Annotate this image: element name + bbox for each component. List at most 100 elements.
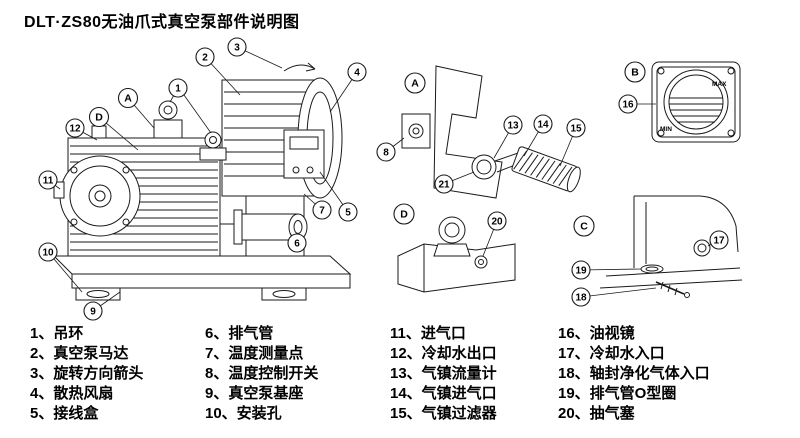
legend-item-11: 11、进气口 [390,325,466,342]
inlet-port [53,181,65,199]
svg-text:4: 4 [354,68,360,79]
svg-text:19: 19 [575,266,587,277]
legend-column-2: 6、排气管 7、温度测量点 8、温度控制开关 9、真空泵基座 10、安装孔 [205,324,318,424]
mounting-hole [86,290,110,298]
svg-text:11: 11 [43,176,54,187]
callout-view-a: A [404,72,426,94]
legend-item-4: 4、散热风扇 [30,385,114,402]
detail-view-b: MAX MIN [628,61,741,143]
legend-column-1: 1、吊环 2、真空泵马达 3、旋转方向箭头 4、散热风扇 5、接线盒 [30,324,143,424]
svg-text:A: A [124,93,132,105]
legend-item-5: 5、接线盒 [30,405,99,422]
svg-text:B: B [631,67,639,79]
callout-21: 21 [434,174,454,194]
cooling-water-inlet [693,239,711,257]
legend-column-3: 11、进气口 12、冷却水出口 13、气镇流量计 14、气镇进气口 15、气镇过… [390,324,497,424]
svg-text:2: 2 [202,53,208,64]
legend-item-18: 18、轴封净化气体入口 [558,365,710,382]
svg-text:21: 21 [438,180,450,191]
legend-item-13: 13、气镇流量计 [390,365,497,382]
svg-text:10: 10 [42,248,54,259]
oil-sight-glass: MAX MIN [651,61,741,143]
svg-text:14: 14 [537,120,549,131]
base [52,255,352,301]
legend-column-4: 16、油视镜 17、冷却水入口 18、轴封净化气体入口 19、排气管O型圈 20… [558,324,710,424]
svg-text:D: D [95,112,103,124]
mounting-hole [272,290,296,298]
temperature-control-switch [401,113,431,149]
svg-text:D: D [400,209,408,221]
callout-view-c: C [573,215,595,237]
svg-text:8: 8 [383,148,389,159]
legend-item-20: 20、抽气塞 [558,405,635,422]
legend-item-19: 19、排气管O型圈 [558,385,677,402]
max-level-label: MAX [712,81,727,88]
svg-text:5: 5 [345,208,351,219]
svg-text:13: 13 [507,121,519,132]
svg-text:7: 7 [319,206,325,217]
callout-20: 20 [487,211,507,231]
min-level-label: MIN [660,126,672,133]
callout-19: 19 [571,260,591,280]
callout-17: 17 [709,230,729,250]
eyebolt-detail [433,216,471,257]
callout-18: 18 [571,287,591,307]
gas-ballast-assembly [471,146,581,193]
legend-item-9: 9、真空泵基座 [205,385,304,402]
callout-1: 1 [168,78,188,98]
svg-text:18: 18 [575,293,587,304]
legend-item-16: 16、油视镜 [558,325,635,342]
detail-view-d [397,216,516,293]
callout-14: 14 [533,114,553,134]
legend-item-17: 17、冷却水入口 [558,345,665,362]
callout-6: 6 [287,233,307,253]
callout-13: 13 [503,115,523,135]
svg-text:9: 9 [90,307,96,318]
svg-text:12: 12 [69,124,81,135]
callout-3: 3 [227,37,247,57]
callout-15: 15 [566,118,586,138]
pump-out-plug [474,255,488,269]
diagram-title: DLT·ZS80无油爪式真空泵部件说明图 [24,14,300,31]
legend-item-14: 14、气镇进气口 [390,385,497,402]
callout-12: 12 [65,118,85,138]
callout-view-d-main: D [88,106,110,128]
svg-text:A: A [411,78,419,90]
legend-item-8: 8、温度控制开关 [205,365,319,382]
callout-view-a-main: A [117,87,139,109]
svg-text:15: 15 [570,124,582,135]
callout-7: 7 [312,200,332,220]
svg-text:20: 20 [491,217,503,228]
gas-ballast-filter [511,146,581,193]
front-cover [59,155,141,237]
svg-text:16: 16 [622,100,634,111]
callout-4: 4 [347,62,367,82]
exhaust-o-ring [640,264,664,274]
legend-item-15: 15、气镇过滤器 [390,405,497,422]
callout-11: 11 [38,170,58,190]
legend-item-12: 12、冷却水出口 [390,345,497,362]
svg-text:6: 6 [294,239,300,250]
svg-text:17: 17 [713,236,725,247]
legend-item-3: 3、旋转方向箭头 [30,365,144,382]
callout-2: 2 [195,47,215,67]
exhaust-silencer [220,209,308,245]
legend-item-10: 10、安装孔 [205,405,282,422]
legend-item-2: 2、真空泵马达 [30,345,129,362]
legend-item-7: 7、温度测量点 [205,345,304,362]
callout-view-d: D [393,203,415,225]
pump-diagram: MAX MIN [38,37,743,321]
detail-view-c [580,195,743,298]
callout-16: 16 [618,94,638,114]
legend-item-1: 1、吊环 [30,325,84,342]
lifting-eyebolts [153,100,227,161]
callout-10: 10 [38,242,58,262]
svg-text:C: C [580,221,588,233]
callout-5: 5 [338,202,358,222]
junction-box [283,129,325,179]
rotation-arrow [283,64,316,72]
svg-text:1: 1 [175,84,181,95]
shaft-seal-purge-fitting [655,281,690,298]
pump-main-view [47,46,358,312]
callout-8: 8 [376,142,396,162]
